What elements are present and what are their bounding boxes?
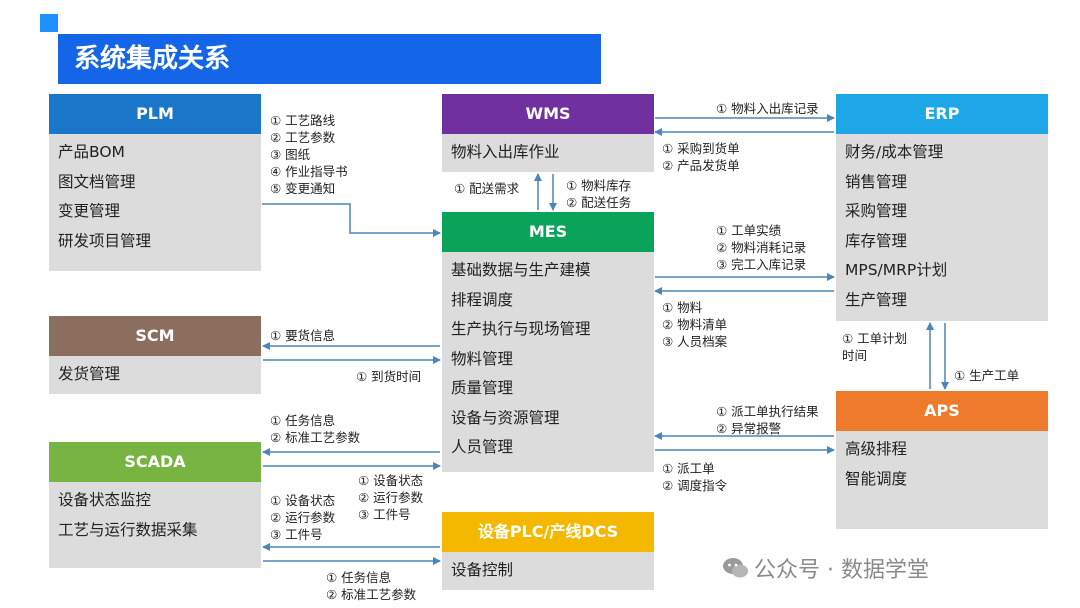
mes-item: 设备与资源管理: [451, 408, 560, 427]
box-plm: PLM 产品BOM 图文档管理 变更管理 研发项目管理: [49, 94, 261, 271]
erp-item: 库存管理: [845, 231, 908, 250]
box-wms: WMS 物料入出库作业: [442, 94, 654, 172]
box-plc-dcs: 设备PLC/产线DCS 设备控制: [442, 512, 654, 590]
scm-item: 发货管理: [58, 365, 121, 383]
box-plm-header: PLM: [49, 94, 261, 134]
box-erp: ERP 财务/成本管理 销售管理 采购管理 库存管理 MPS/MRP计划 生产管…: [836, 94, 1048, 321]
mes-item: 基础数据与生产建模: [451, 261, 591, 279]
box-wms-header: WMS: [442, 94, 654, 134]
corner-accent: [40, 14, 58, 32]
box-scada: SCADA 设备状态监控 工艺与运行数据采集: [49, 442, 261, 568]
erp-item: 销售管理: [845, 172, 908, 191]
mes-item: 人员管理: [451, 438, 514, 456]
label-erp-to-aps: ① 生产工单: [954, 368, 1020, 383]
arrow-plm-to-mes: [262, 203, 441, 237]
mes-item: 排程调度: [451, 290, 514, 309]
erp-item: 采购管理: [845, 202, 908, 220]
box-scm-header: SCM: [49, 316, 261, 356]
aps-item: 智能调度: [845, 469, 908, 488]
mes-item: 质量管理: [451, 379, 514, 397]
page-title: 系统集成关系: [58, 34, 601, 84]
watermark-text: 公众号 · 数据学堂: [754, 558, 929, 583]
box-scada-header: SCADA: [49, 442, 261, 482]
box-mes: MES 基础数据与生产建模 排程调度 生产执行与现场管理 物料管理 质量管理 设…: [442, 212, 654, 472]
box-aps: APS 高级排程 智能调度: [836, 391, 1048, 529]
label-aps-to-erp: ① 工单计划时间: [842, 331, 908, 363]
label-mes-to-scm: ① 要货信息: [270, 328, 336, 343]
plm-item: 变更管理: [58, 202, 121, 220]
mes-item: 生产执行与现场管理: [451, 320, 591, 338]
box-mes-header: MES: [442, 212, 654, 252]
box-plc-dcs-header: 设备PLC/产线DCS: [442, 512, 654, 552]
erp-item: 财务/成本管理: [845, 143, 944, 161]
plc-item: 设备控制: [451, 561, 514, 579]
plm-item: 图文档管理: [58, 172, 136, 191]
label-wms-to-erp: ① 物料入出库记录: [716, 101, 819, 116]
scada-item: 设备状态监控: [58, 491, 152, 509]
box-scm: SCM 发货管理: [49, 316, 261, 394]
box-aps-header: APS: [836, 391, 1048, 431]
label-scm-to-mes: ① 到货时间: [356, 369, 422, 384]
wms-item: 物料入出库作业: [451, 143, 560, 161]
plm-item: 产品BOM: [58, 143, 125, 161]
erp-item: MPS/MRP计划: [845, 261, 948, 279]
wechat-icon: [723, 558, 748, 578]
scada-item: 工艺与运行数据采集: [58, 520, 198, 539]
mes-item: 物料管理: [451, 349, 514, 368]
box-erp-header: ERP: [836, 94, 1048, 134]
aps-item: 高级排程: [845, 440, 908, 458]
erp-item: 生产管理: [845, 290, 908, 309]
plm-item: 研发项目管理: [58, 231, 152, 250]
label-mes-to-wms: ① 配送需求: [454, 181, 520, 196]
